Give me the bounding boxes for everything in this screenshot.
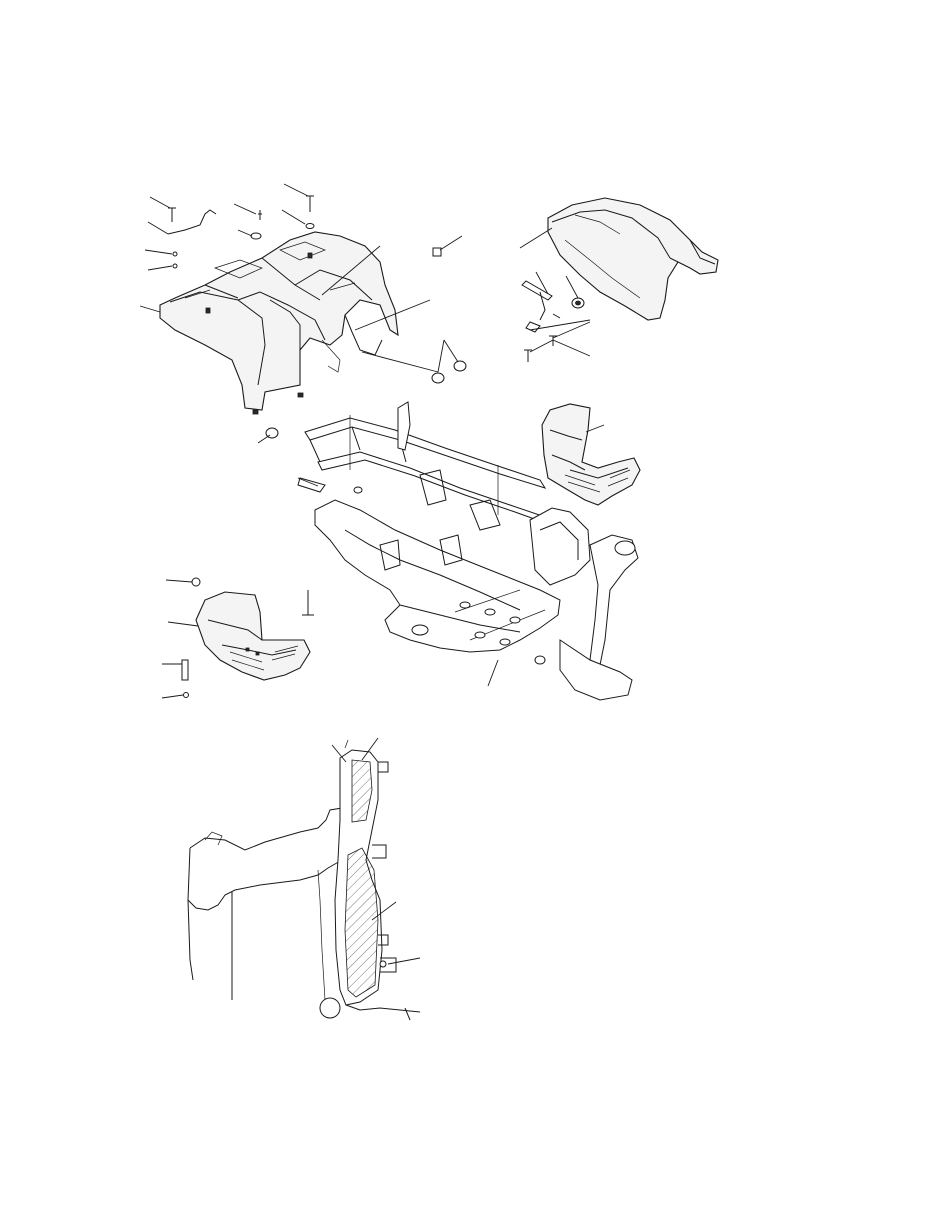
frame-assembly — [297, 401, 639, 701]
rear-fender-assembly — [139, 183, 467, 444]
right-footwell — [541, 403, 641, 506]
detail-view — [187, 737, 421, 1021]
seat-assembly — [519, 197, 719, 362]
left-footwell — [161, 577, 314, 699]
